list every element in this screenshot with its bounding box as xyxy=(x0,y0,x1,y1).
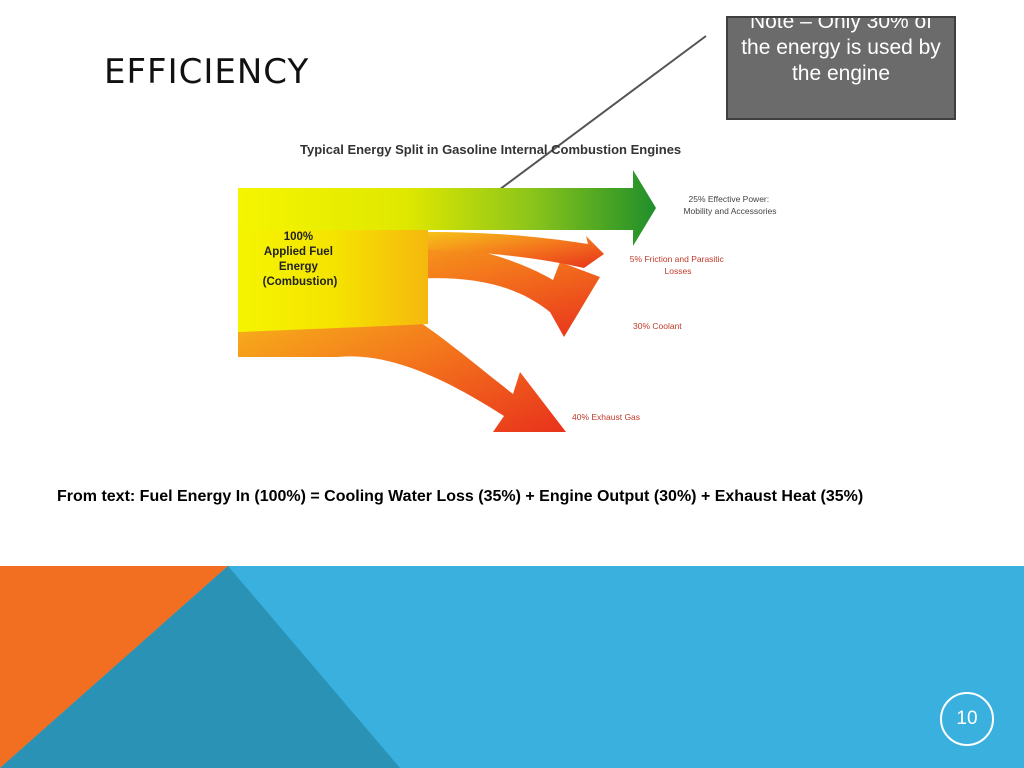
diagram-title: Typical Energy Split in Gasoline Interna… xyxy=(300,142,681,157)
friction-flow-arrow xyxy=(428,232,604,268)
effective-power-arrow xyxy=(238,170,656,246)
effective-power-label: 25% Effective Power: Mobility and Access… xyxy=(683,194,776,216)
caption-text: From text: Fuel Energy In (100%) = Cooli… xyxy=(57,488,864,505)
fuel-energy-label: 100% Applied Fuel Energy (Combustion) xyxy=(263,231,338,288)
footer-teal-shape xyxy=(0,566,400,768)
slide-title: EFFICIENCY xyxy=(104,52,310,92)
energy-split-diagram: Typical Energy Split in Gasoline Interna… xyxy=(228,132,808,462)
footer-decoration xyxy=(0,566,1024,768)
coolant-label: 30% Coolant xyxy=(633,321,682,331)
friction-losses-label: 5% Friction and Parasitic Losses xyxy=(630,254,726,276)
page-number-badge: 10 xyxy=(940,692,994,746)
energy-flow-svg: Typical Energy Split in Gasoline Interna… xyxy=(238,142,777,432)
exhaust-gas-label: 40% Exhaust Gas xyxy=(572,412,640,422)
note-callout-box: Note – Only 30% of the energy is used by… xyxy=(726,16,956,120)
note-callout-text: Note – Only 30% of the energy is used by… xyxy=(741,16,941,85)
